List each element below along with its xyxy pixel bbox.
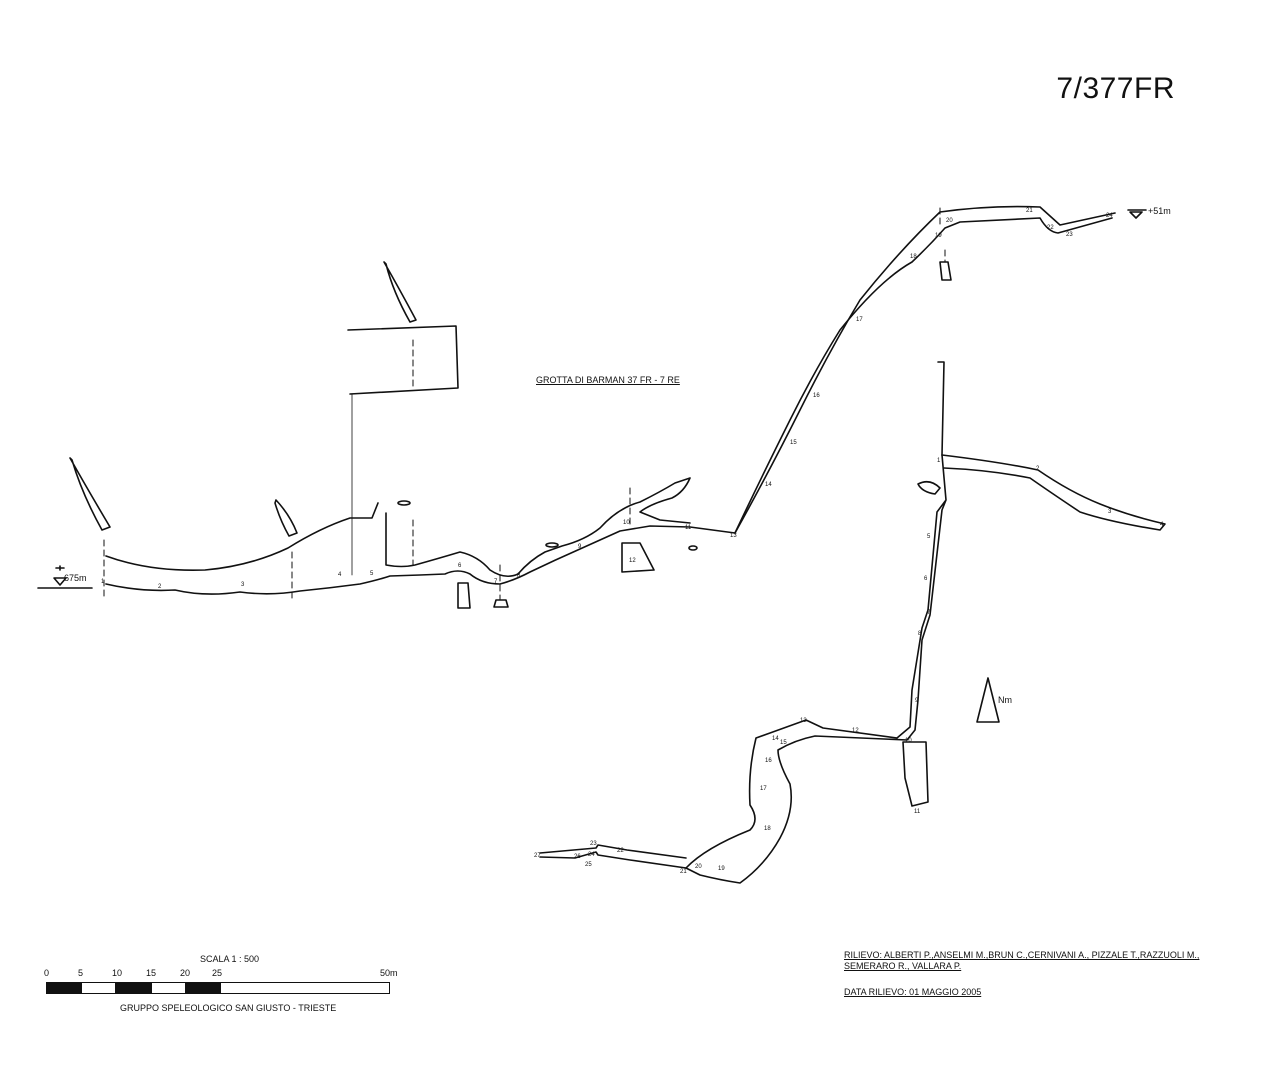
scale-bar — [46, 982, 390, 994]
svg-text:25: 25 — [585, 862, 592, 868]
svg-text:6: 6 — [458, 563, 462, 569]
svg-text:17: 17 — [856, 317, 863, 323]
svg-text:3: 3 — [1108, 509, 1112, 515]
north-label: Nm — [998, 695, 1012, 705]
plan-north-shaft — [685, 361, 947, 884]
svg-text:1: 1 — [101, 579, 105, 585]
scale-tick: 10 — [112, 968, 123, 978]
svg-text:20: 20 — [695, 864, 702, 870]
svg-text:4: 4 — [1160, 522, 1164, 528]
svg-text:24: 24 — [1106, 213, 1113, 219]
svg-text:15: 15 — [780, 740, 787, 746]
svg-text:13: 13 — [730, 533, 737, 539]
svg-text:22: 22 — [617, 848, 624, 854]
svg-text:5: 5 — [927, 534, 931, 540]
svg-text:23: 23 — [590, 841, 597, 847]
profile-ceiling-line — [105, 477, 691, 578]
svg-text:24: 24 — [588, 852, 595, 858]
scale-tick: 25 — [212, 968, 223, 978]
profile-floor-line — [37, 525, 736, 595]
plan-east-branch — [941, 454, 1166, 531]
group-name: GRUPPO SPELEOLOGICO SAN GIUSTO - TRIESTE — [120, 1003, 337, 1013]
svg-text:1: 1 — [937, 458, 941, 464]
svg-text:15: 15 — [790, 440, 797, 446]
svg-text:12: 12 — [629, 558, 636, 564]
svg-text:19: 19 — [935, 233, 942, 239]
svg-text:26: 26 — [574, 854, 581, 860]
svg-text:9: 9 — [578, 544, 582, 550]
plan-side-lobe — [917, 480, 941, 495]
scale-tick: 20 — [180, 968, 191, 978]
svg-text:16: 16 — [813, 393, 820, 399]
scale-title: SCALA 1 : 500 — [200, 954, 260, 964]
svg-text:14: 14 — [772, 736, 779, 742]
svg-text:21: 21 — [680, 869, 687, 875]
scale-tick: 15 — [146, 968, 157, 978]
svg-text:6: 6 — [924, 576, 928, 582]
section-pillar-2 — [493, 599, 509, 608]
svg-text:4: 4 — [338, 572, 342, 578]
section-pillar-1 — [457, 582, 471, 609]
top-altitude: +51m — [1148, 206, 1171, 216]
svg-text:17: 17 — [760, 786, 767, 792]
section-left-1 — [69, 457, 111, 531]
svg-text:14: 14 — [765, 482, 772, 488]
svg-text:27: 27 — [534, 853, 541, 859]
svg-text:13: 13 — [800, 718, 807, 724]
svg-text:21: 21 — [1026, 208, 1033, 214]
svg-text:11: 11 — [914, 809, 921, 815]
profile-upper-passage — [734, 205, 1116, 534]
svg-text:16: 16 — [765, 758, 772, 764]
svg-text:10: 10 — [905, 738, 912, 744]
svg-text:5: 5 — [370, 571, 374, 577]
north-arrow — [976, 677, 1000, 723]
station-labels: 1 2 3 4 5 6 7 8 9 10 11 12 13 14 15 16 1… — [101, 208, 1164, 875]
svg-text:2: 2 — [1036, 466, 1040, 472]
section-left-2 — [274, 499, 298, 537]
entrance-altitude-marker — [53, 565, 67, 586]
svg-text:8: 8 — [918, 631, 922, 637]
svg-text:7: 7 — [494, 579, 498, 585]
cave-title: GROTTA DI BARMAN 37 FR - 7 RE — [536, 375, 680, 385]
survey-date: DATA RILIEVO: 01 MAGGIO 2005 — [844, 987, 982, 997]
svg-text:10: 10 — [623, 520, 630, 526]
svg-text:8: 8 — [517, 573, 521, 579]
section-top-shaft — [383, 261, 417, 323]
scale-tick: 0 — [44, 968, 50, 978]
top-altitude-marker — [1127, 209, 1147, 219]
profile-entrance-shaft — [347, 325, 459, 395]
section-block-12 — [621, 542, 655, 573]
scale-tick: 50m — [380, 968, 398, 978]
plan-west-tail — [539, 844, 687, 869]
svg-text:3: 3 — [241, 582, 245, 588]
survey-line-2: SEMERARO R., VALLARA P. — [844, 961, 962, 971]
scale-tick: 5 — [78, 968, 84, 978]
survey-line-1: RILIEVO: ALBERTI P.,ANSELMI M.,BRUN C.,C… — [844, 950, 1200, 960]
profile-upper-passage-floor — [734, 217, 1113, 534]
svg-text:2: 2 — [158, 584, 162, 590]
svg-text:18: 18 — [764, 826, 771, 832]
section-small-upper — [939, 261, 952, 281]
svg-text:7: 7 — [927, 610, 931, 616]
svg-text:19: 19 — [718, 866, 725, 872]
plan-boulder-choke — [902, 741, 929, 807]
svg-text:12: 12 — [852, 728, 859, 734]
svg-text:18: 18 — [910, 254, 917, 260]
svg-text:23: 23 — [1066, 232, 1073, 238]
svg-text:22: 22 — [1047, 225, 1054, 231]
scale-ticks: 0 5 10 15 20 25 50m — [44, 968, 404, 982]
svg-text:11: 11 — [685, 525, 692, 531]
svg-text:20: 20 — [946, 218, 953, 224]
svg-text:9: 9 — [915, 698, 919, 704]
page-code: 7/377FR — [1056, 72, 1175, 105]
survey-credits: RILIEVO: ALBERTI P.,ANSELMI M.,BRUN C.,C… — [844, 950, 1199, 972]
entrance-altitude: 675m — [64, 573, 87, 583]
